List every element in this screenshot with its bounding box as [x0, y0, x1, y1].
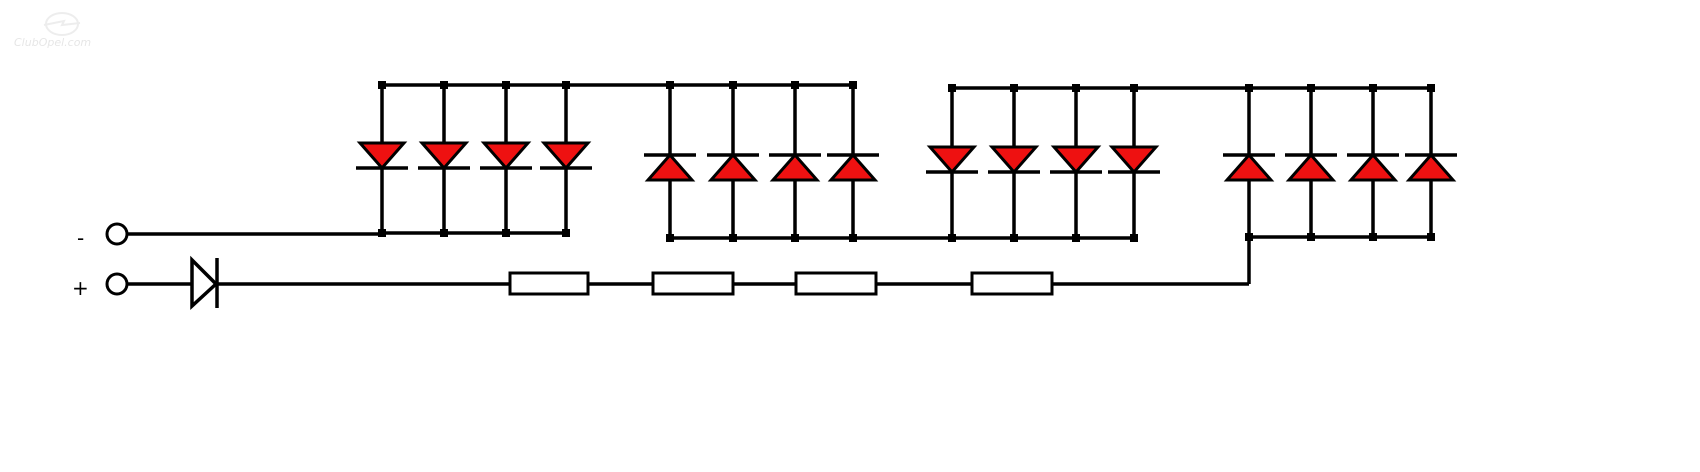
junction-dot	[1072, 234, 1080, 242]
watermark-logo: ClubOpel.com	[14, 10, 114, 52]
led-triangle	[1223, 152, 1275, 182]
junction-dot	[1427, 84, 1435, 92]
led-triangle	[1347, 152, 1399, 182]
wires	[127, 83, 1433, 286]
led-diode	[540, 141, 592, 171]
led-diode	[827, 152, 879, 182]
led-diode	[1108, 145, 1160, 175]
minus-terminal	[105, 222, 129, 246]
junction-dot	[1307, 84, 1315, 92]
led-triangle	[1050, 145, 1102, 175]
led-diode	[707, 152, 759, 182]
junction-dot	[1369, 233, 1377, 241]
led-triangle	[480, 141, 532, 171]
junction-dot	[1427, 233, 1435, 241]
junction-dot	[440, 81, 448, 89]
junction-dot	[849, 81, 857, 89]
led-triangle	[827, 152, 879, 182]
components	[105, 141, 1457, 310]
led-triangle	[1405, 152, 1457, 182]
led-triangle	[356, 141, 408, 171]
junction-dots	[378, 81, 1435, 242]
plus-terminal	[105, 272, 129, 296]
junction-dot	[1010, 234, 1018, 242]
led-diode	[926, 145, 978, 175]
led-triangle	[644, 152, 696, 182]
resistor	[651, 271, 735, 296]
junction-dot	[1245, 84, 1253, 92]
led-triangle	[926, 145, 978, 175]
minus-terminal-label: -	[77, 226, 85, 250]
led-triangle	[1108, 145, 1160, 175]
junction-dot	[729, 81, 737, 89]
led-triangle	[418, 141, 470, 171]
led-diode	[356, 141, 408, 171]
junction-dot	[1245, 233, 1253, 241]
junction-dot	[849, 234, 857, 242]
junction-dot	[729, 234, 737, 242]
resistor	[508, 271, 590, 296]
series-diode	[190, 255, 219, 310]
junction-dot	[1072, 84, 1080, 92]
junction-dot	[791, 81, 799, 89]
junction-dot	[562, 229, 570, 237]
junction-dot	[948, 234, 956, 242]
junction-dot	[440, 229, 448, 237]
diode-triangle	[190, 255, 219, 310]
led-triangle	[769, 152, 821, 182]
led-diode	[1347, 152, 1399, 182]
junction-dot	[666, 234, 674, 242]
junction-dot	[1130, 84, 1138, 92]
resistor	[794, 271, 878, 296]
junction-dot	[502, 81, 510, 89]
junction-dot	[1369, 84, 1377, 92]
led-triangle	[988, 145, 1040, 175]
junction-dot	[791, 234, 799, 242]
junction-dot	[948, 84, 956, 92]
led-diode	[1050, 145, 1102, 175]
junction-dot	[666, 81, 674, 89]
led-diode	[418, 141, 470, 171]
junction-dot	[1307, 233, 1315, 241]
led-diode	[480, 141, 532, 171]
junction-dot	[378, 81, 386, 89]
watermark-text: ClubOpel.com	[14, 36, 92, 49]
led-triangle	[540, 141, 592, 171]
plus-terminal-label: +	[72, 276, 89, 300]
led-triangle	[1285, 152, 1337, 182]
led-diode	[1405, 152, 1457, 182]
junction-dot	[1130, 234, 1138, 242]
junction-dot	[562, 81, 570, 89]
led-triangle	[707, 152, 759, 182]
led-diode	[769, 152, 821, 182]
resistor	[970, 271, 1054, 296]
car-logo-icon	[43, 12, 81, 36]
junction-dot	[378, 229, 386, 237]
led-diode	[644, 152, 696, 182]
junction-dot	[1010, 84, 1018, 92]
led-diode	[1223, 152, 1275, 182]
led-diode	[988, 145, 1040, 175]
led-diode	[1285, 152, 1337, 182]
junction-dot	[502, 229, 510, 237]
